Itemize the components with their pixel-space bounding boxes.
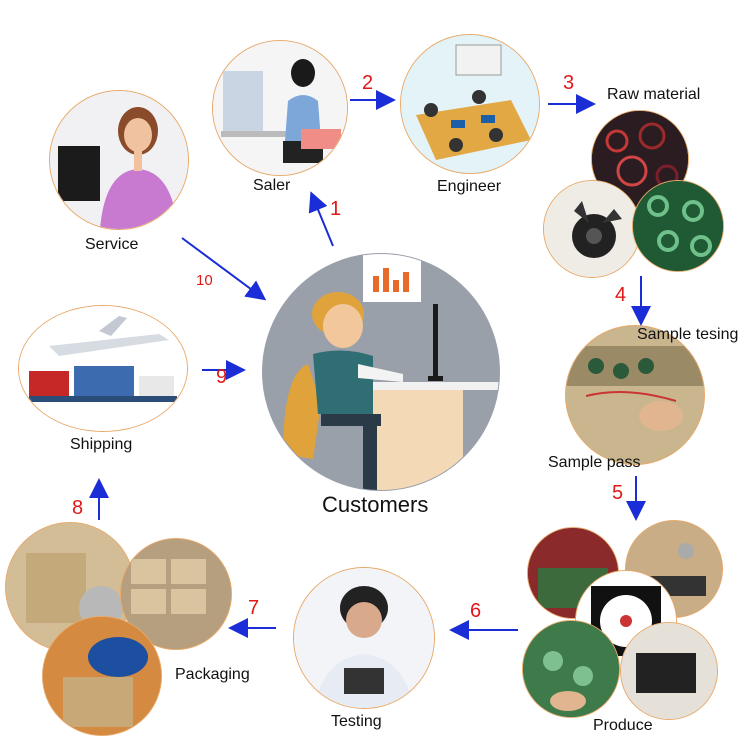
saler-photo [212, 40, 348, 176]
service-photo [49, 90, 189, 230]
raw-material-label: Raw material [607, 86, 701, 103]
raw-material-fan-photo [543, 180, 641, 278]
sample-testing-label: Sample tesing [637, 326, 739, 343]
sample-testing-photo [565, 325, 705, 465]
customers-illustration [262, 253, 500, 491]
step-9: 9 [216, 366, 228, 388]
step-4: 4 [615, 284, 627, 306]
step-10: 10 [196, 272, 213, 289]
shipping-label: Shipping [70, 436, 133, 453]
customers-label: Customers [322, 492, 429, 517]
testing-label: Testing [331, 713, 382, 730]
step-6: 6 [470, 600, 482, 622]
produce-label: Produce [593, 717, 653, 734]
packaging-worker-photo [42, 616, 162, 736]
testing-photo [293, 567, 435, 709]
packaging-label: Packaging [175, 666, 250, 683]
engineer-label: Engineer [437, 178, 502, 195]
saler-label: Saler [253, 177, 291, 194]
produce-photo-4 [620, 622, 718, 720]
step-7: 7 [248, 597, 260, 619]
raw-material-coils-photo [632, 180, 724, 272]
produce-photo-3 [522, 620, 620, 718]
step-3: 3 [563, 72, 575, 94]
sample-pass-label: Sample pass [548, 454, 641, 471]
shipping-photo [18, 305, 188, 432]
engineer-photo [400, 34, 540, 174]
step-1: 1 [330, 198, 342, 220]
step-5: 5 [612, 482, 624, 504]
step-2: 2 [362, 72, 374, 94]
produce-photo-1 [527, 527, 619, 619]
step-8: 8 [72, 497, 84, 519]
arrow-service-to-customers [181, 237, 267, 301]
service-label: Service [85, 236, 139, 253]
